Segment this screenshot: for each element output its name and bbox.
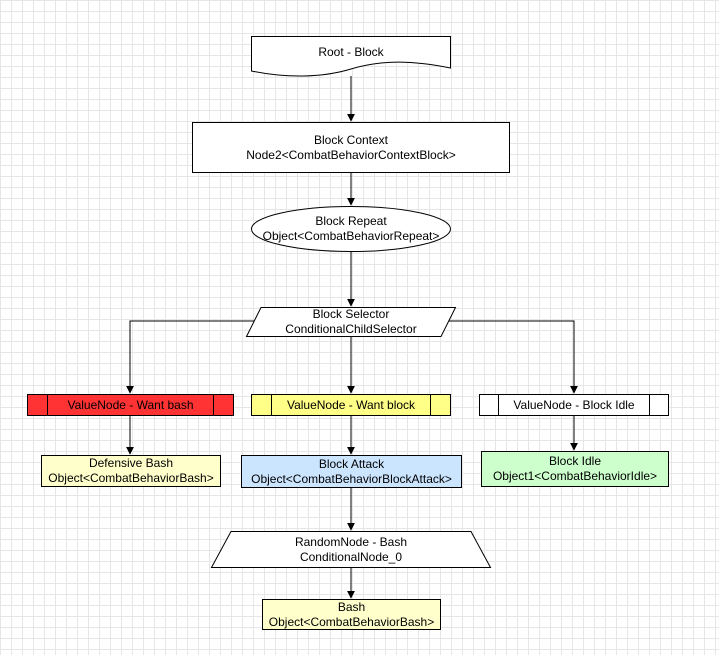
value-node-want-block-label: ValueNode - Want block [286, 397, 416, 412]
value-node-right-cap [649, 395, 650, 415]
block-repeat-title: Block Repeat [315, 214, 387, 228]
random-node-bash[interactable]: RandomNode - Bash ConditionalNode_0 [210, 531, 492, 568]
random-node-type: ConditionalNode_0 [299, 549, 403, 564]
edge-selector-idle [442, 320, 578, 394]
value-node-left-cap [480, 395, 499, 415]
random-node-title: RandomNode - Bash [294, 534, 408, 549]
block-selector-node[interactable]: Block Selector ConditionalChildSelector [245, 307, 457, 337]
block-selector-type: ConditionalChildSelector [285, 322, 417, 336]
bash-title: Bash [337, 599, 366, 614]
value-node-left-cap [28, 395, 48, 415]
block-selector-title: Block Selector [312, 307, 390, 321]
defensive-bash-type: Object<CombatBehaviorBash> [48, 471, 214, 485]
root-block-node[interactable]: Root - Block [251, 36, 451, 78]
bash-node[interactable]: Bash Object<CombatBehaviorBash> [262, 599, 441, 630]
block-repeat-type: Object<CombatBehaviorRepeat> [262, 229, 440, 243]
defensive-bash-title: Defensive Bash [88, 456, 174, 470]
value-node-want-block[interactable]: ValueNode - Want block [251, 394, 451, 416]
defensive-bash-node[interactable]: Defensive Bash Object<CombatBehaviorBash… [41, 455, 221, 487]
document-shape [251, 36, 451, 77]
value-node-block-idle-label: ValueNode - Block Idle [513, 397, 635, 412]
trapezoid-shape [210, 531, 492, 568]
value-node-right-cap [430, 395, 431, 415]
block-context-type: Node2<CombatBehaviorContextBlock> [246, 147, 456, 162]
value-node-want-bash[interactable]: ValueNode - Want bash [27, 394, 234, 416]
parallelogram-shape [245, 307, 457, 337]
block-repeat-node[interactable]: Block Repeat Object<CombatBehaviorRepeat… [251, 206, 451, 252]
block-attack-type: Object<CombatBehaviorBlockAttack> [251, 471, 452, 486]
bash-type: Object<CombatBehaviorBash> [268, 614, 435, 629]
ellipse-shape [251, 206, 451, 252]
edge-selector-bash [126, 320, 261, 394]
block-idle-node[interactable]: Block Idle Object1<CombatBehaviorIdle> [481, 451, 669, 487]
block-context-node[interactable]: Block Context Node2<CombatBehaviorContex… [192, 122, 510, 173]
block-idle-type: Object1<CombatBehaviorIdle> [492, 469, 658, 483]
root-block-label: Root - Block [318, 44, 384, 59]
value-node-right-cap [213, 395, 214, 415]
value-node-want-bash-label: ValueNode - Want bash [67, 397, 194, 412]
value-node-block-idle[interactable]: ValueNode - Block Idle [479, 394, 669, 416]
value-node-left-cap [252, 395, 272, 415]
block-idle-title: Block Idle [548, 454, 602, 468]
block-attack-node[interactable]: Block Attack Object<CombatBehaviorBlockA… [241, 455, 462, 488]
block-attack-title: Block Attack [318, 456, 385, 471]
block-context-title: Block Context [313, 132, 389, 147]
